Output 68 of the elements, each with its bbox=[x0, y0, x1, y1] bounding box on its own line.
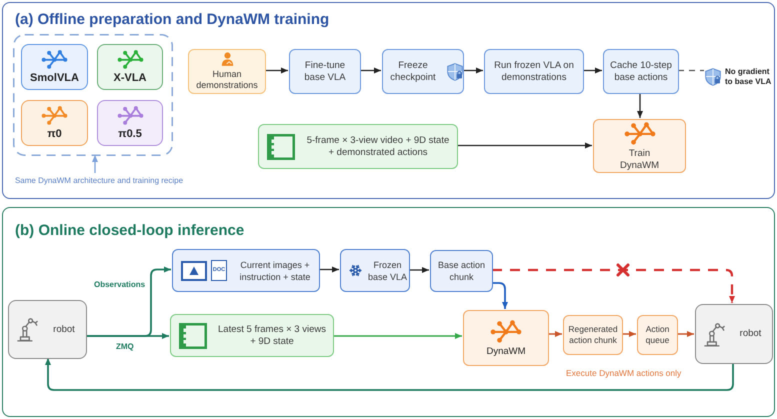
section-panel bbox=[2, 2, 775, 199]
arrow bbox=[319, 266, 339, 272]
arrow bbox=[92, 155, 98, 173]
arrow bbox=[463, 68, 483, 74]
arrow bbox=[548, 331, 562, 337]
dashed-group-frame bbox=[13, 34, 173, 156]
process-box bbox=[637, 315, 678, 355]
robot-box bbox=[695, 304, 773, 364]
data-box bbox=[258, 124, 458, 169]
step-label: Train DynaWM bbox=[618, 148, 660, 172]
caption-text: Same DynaWM architecture and training recipe bbox=[7, 174, 191, 187]
process-box bbox=[484, 49, 584, 94]
model-name: π0 bbox=[47, 128, 62, 141]
step-label: Freeze checkpoint bbox=[389, 60, 437, 84]
model-card bbox=[21, 100, 88, 146]
step-label: Regenerated action chunk bbox=[567, 324, 619, 346]
arrow bbox=[583, 68, 602, 74]
model-card bbox=[21, 44, 88, 90]
arrow bbox=[457, 142, 592, 148]
step-label: Human demonstrations bbox=[195, 69, 259, 91]
arrow bbox=[265, 68, 288, 74]
edge-label: ZMQ bbox=[115, 341, 135, 352]
panel-title: (a) Offline preparation and DynaWM training bbox=[15, 11, 330, 29]
dashed-connector-line bbox=[678, 70, 704, 72]
step-label: Fine-tune base VLA bbox=[303, 60, 347, 84]
data-box bbox=[170, 314, 334, 357]
section-panel bbox=[2, 207, 775, 417]
process-box bbox=[430, 250, 493, 292]
arrow bbox=[86, 333, 169, 339]
step-label: 5-frame × 3-view video + 9D state + demonstrated actions bbox=[306, 134, 450, 158]
arrow bbox=[677, 331, 694, 337]
model-box bbox=[463, 310, 549, 366]
process-box bbox=[289, 49, 361, 94]
model-card bbox=[97, 44, 163, 90]
step-label: robot bbox=[52, 324, 76, 336]
process-box bbox=[340, 249, 410, 292]
input-box bbox=[188, 49, 266, 94]
step-label: robot bbox=[738, 328, 762, 340]
step-label: Latest 5 frames × 3 views + 9D state bbox=[217, 324, 327, 348]
edge-label: Observations bbox=[93, 279, 146, 290]
step-label: Base action chunk bbox=[436, 259, 486, 283]
step-label: Frozen base VLA bbox=[366, 258, 408, 282]
model-name: SmolVLA bbox=[30, 72, 79, 85]
process-box bbox=[563, 315, 623, 355]
process-box bbox=[382, 49, 464, 94]
robot-box bbox=[8, 300, 87, 359]
model-name: X-VLA bbox=[114, 72, 146, 85]
panel-title: (b) Online closed-loop inference bbox=[15, 222, 244, 240]
arrow bbox=[492, 282, 508, 309]
step-label: Run frozen VLA on demonstrations bbox=[493, 60, 575, 84]
step-label: DynaWM bbox=[486, 346, 526, 358]
step-label: Current images + instruction + state bbox=[238, 258, 312, 282]
data-box bbox=[172, 249, 320, 292]
arrow bbox=[637, 93, 643, 118]
arrow bbox=[360, 68, 381, 74]
arrow bbox=[622, 331, 636, 337]
model-card bbox=[97, 100, 163, 146]
note-text: Execute DynaWM actions only bbox=[566, 368, 682, 379]
model-box bbox=[593, 119, 686, 173]
arrow bbox=[333, 333, 462, 339]
arrow bbox=[409, 267, 429, 273]
process-box bbox=[603, 49, 679, 94]
arrow bbox=[45, 358, 734, 391]
step-label: Action queue bbox=[644, 324, 670, 346]
note-text: No gradient to base VLA bbox=[725, 66, 772, 86]
dashed-arrow bbox=[492, 268, 735, 303]
step-label: Cache 10-step base actions bbox=[609, 60, 673, 84]
model-name: π0.5 bbox=[118, 128, 142, 141]
